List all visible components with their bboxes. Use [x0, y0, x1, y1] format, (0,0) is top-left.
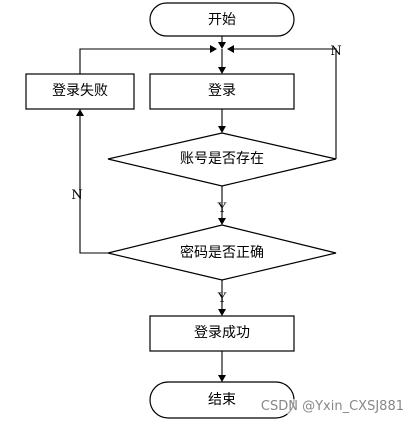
node-account-exists: 账号是否存在 [107, 132, 337, 187]
label-account-yes: Y [217, 201, 227, 216]
node-start-label: 开始 [208, 12, 236, 28]
node-login-fail-label: 登录失败 [52, 83, 108, 99]
edge-password-no [79, 116, 108, 254]
arrowhead-end [218, 375, 226, 382]
arrowhead-login-success [218, 309, 226, 316]
node-login-success-label: 登录成功 [194, 325, 250, 341]
arrowhead-password-check [218, 218, 226, 225]
node-account-exists-label: 账号是否存在 [180, 151, 264, 167]
node-start: 开始 [149, 2, 295, 37]
arrowhead-login [218, 67, 226, 74]
arrowhead-account-no [227, 45, 234, 53]
node-login-success: 登录成功 [149, 315, 295, 352]
arrowhead-start-merge [218, 42, 226, 49]
node-login: 登录 [149, 73, 295, 110]
node-login-fail: 登录失败 [25, 73, 135, 110]
node-password-correct-label: 密码是否正确 [180, 244, 264, 261]
node-end: 结束 [149, 381, 295, 419]
edge-login-fail-to-merge [79, 48, 210, 74]
label-password-no: N [71, 188, 82, 203]
arrowhead-account-check [218, 126, 226, 133]
edge-account-no-loop [234, 48, 337, 159]
label-account-no: N [330, 44, 341, 59]
watermark: CSDN @Yxin_CXSJ881 [260, 399, 404, 414]
arrowhead-login-fail [76, 109, 84, 116]
arrowhead-fail-merge [210, 45, 217, 53]
label-password-yes: Y [217, 291, 227, 306]
node-password-correct: 密码是否正确 [107, 224, 337, 281]
node-end-label: 结束 [208, 392, 236, 408]
node-login-label: 登录 [208, 83, 236, 99]
